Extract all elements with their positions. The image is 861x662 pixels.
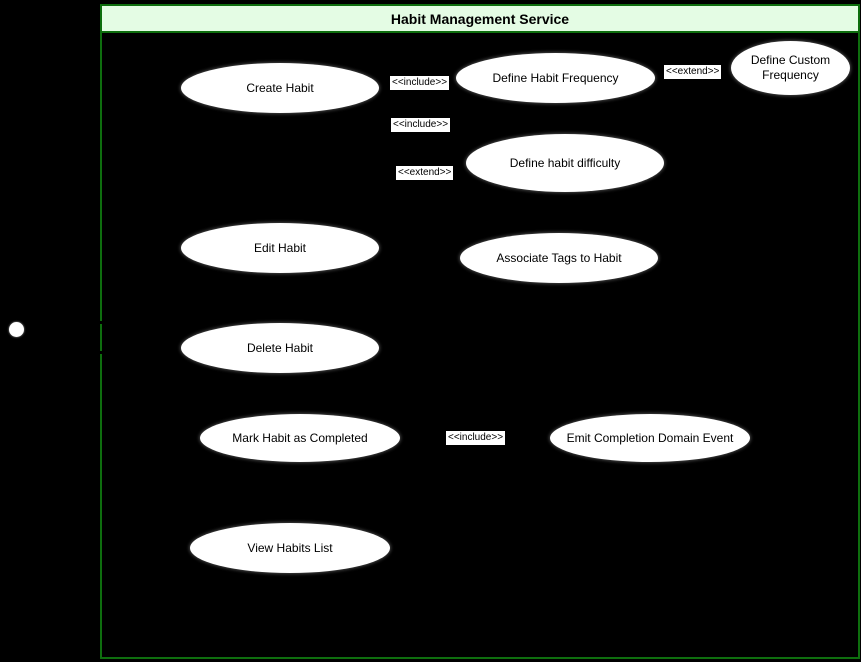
boundary-title: Habit Management Service	[390, 10, 570, 27]
stereotype-extend-label: <<extend>>	[664, 65, 722, 79]
usecase-create-habit: Create Habit	[181, 63, 379, 113]
stereotype-extend-label: <<extend>>	[396, 166, 454, 180]
usecase-edit-habit: Edit Habit	[181, 223, 379, 273]
usecase-define-habit-difficulty: Define habit difficulty	[466, 134, 664, 192]
usecase-mark-habit-as-completed: Mark Habit as Completed	[200, 414, 400, 462]
usecase-define-habit-frequency: Define Habit Frequency	[456, 53, 655, 103]
usecase-delete-habit: Delete Habit	[181, 323, 379, 373]
stereotype-include-label: <<include>>	[390, 76, 450, 90]
usecase-define-custom-frequency: Define Custom Frequency	[731, 41, 850, 95]
actor-head-icon	[9, 322, 24, 337]
stereotype-include-label: <<include>>	[391, 118, 451, 132]
usecase-associate-tags-to-habit: Associate Tags to Habit	[460, 233, 658, 283]
system-boundary: Habit Management Service	[100, 4, 860, 659]
usecase-emit-completion-domain-event: Emit Completion Domain Event	[550, 414, 750, 462]
association-line-notch	[98, 321, 104, 324]
usecase-view-habits-list: View Habits List	[190, 523, 390, 573]
stereotype-include-label: <<include>>	[446, 431, 506, 445]
association-line-notch	[98, 351, 104, 354]
boundary-title-bar: Habit Management Service	[102, 6, 858, 33]
